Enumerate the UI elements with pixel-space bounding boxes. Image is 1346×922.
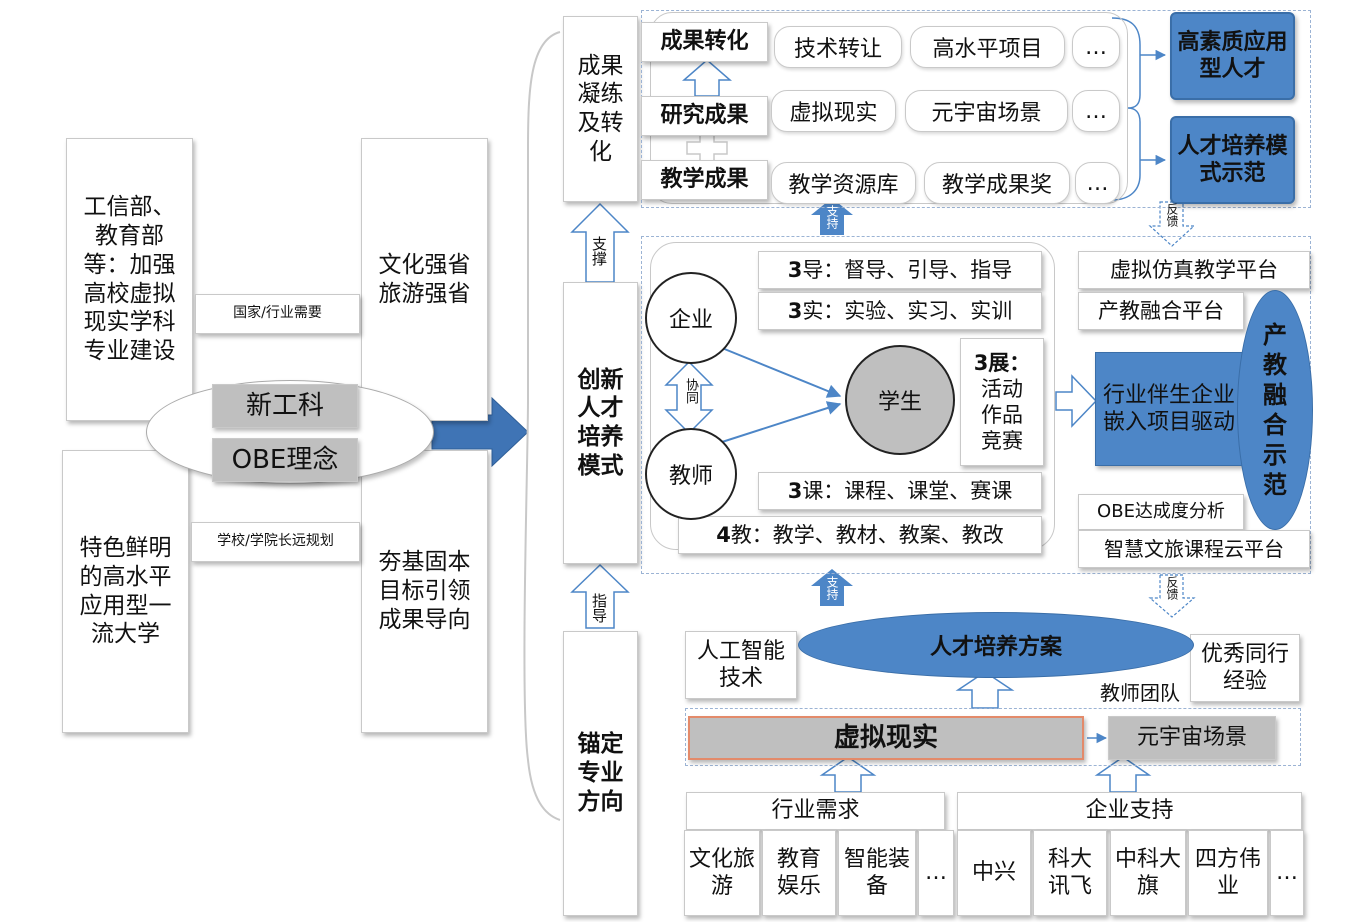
industry-demand-box: 行业需求 bbox=[686, 792, 945, 830]
high-level-project-pill: 高水平项目 bbox=[910, 26, 1065, 68]
more-demand-box: … bbox=[918, 830, 954, 916]
anchor-direction-column-box: 锚定专业方向 bbox=[563, 631, 638, 916]
ke-box: 3课：课程、课堂、赛课 bbox=[758, 472, 1042, 510]
smart-equip-box: 智能装备 bbox=[838, 830, 916, 916]
zhan-box: 3展： 活动 作品 竞赛 bbox=[960, 338, 1044, 466]
ai-tech-box: 人工智能技术 bbox=[685, 631, 797, 699]
metaverse-scene-pill: 元宇宙场景 bbox=[905, 90, 1068, 132]
more-pill-row1: … bbox=[1072, 26, 1120, 68]
result-transform-label: 成果转化 bbox=[641, 22, 768, 62]
zhongke-daqi-box: 中科大旗 bbox=[1110, 830, 1186, 916]
research-result-label: 研究成果 bbox=[641, 96, 768, 136]
teacher-circle: 教师 bbox=[645, 428, 737, 520]
tech-transfer-pill: 技术转让 bbox=[774, 26, 902, 68]
vr-box: 虚拟现实 bbox=[688, 716, 1084, 760]
support-arrow-mid bbox=[811, 569, 853, 606]
teaching-resource-pill: 教学资源库 bbox=[771, 162, 916, 204]
teacher-team-label: 教师团队 bbox=[1100, 677, 1180, 706]
bottom-section-frame bbox=[685, 708, 1301, 766]
company-circle: 企业 bbox=[645, 272, 737, 364]
guide-up-arrow bbox=[570, 563, 630, 629]
obe-concept-label: OBE理念 bbox=[212, 438, 358, 482]
zte-box: 中兴 bbox=[957, 830, 1031, 916]
edu-entertain-box: 教育娱乐 bbox=[762, 830, 836, 916]
more-enterprise-box: … bbox=[1270, 830, 1304, 916]
more-pill-row3: … bbox=[1075, 162, 1120, 204]
sifang-weiye-box: 四方伟业 bbox=[1188, 830, 1268, 916]
talent-plan-ellipse: 人才培养方案 bbox=[798, 612, 1194, 678]
support-arrow-label: 支撑 bbox=[590, 236, 608, 266]
industry-driven-box: 行业伴生企业嵌入项目驱动 bbox=[1095, 352, 1243, 466]
result-up-arrow bbox=[681, 59, 733, 97]
results-column-box: 成果凝练及转化 bbox=[563, 16, 638, 202]
talent-model-column-box: 创新人才培养模式 bbox=[563, 282, 638, 564]
teaching-result-label: 教学成果 bbox=[641, 160, 768, 200]
cloud-platform-box: 智慧文旅课程云平台 bbox=[1078, 530, 1310, 568]
demand-up-arrow bbox=[819, 756, 877, 793]
teaching-award-pill: 教学成果奖 bbox=[924, 162, 1070, 204]
virtual-reality-pill: 虚拟现实 bbox=[771, 90, 896, 132]
vr-sim-platform-box: 虚拟仿真教学平台 bbox=[1078, 251, 1310, 289]
collab-label: 协同 bbox=[683, 378, 698, 404]
university-goal-box: 特色鲜明的高水平应用型一流大学 bbox=[62, 450, 189, 733]
culture-tourism-box: 文化旅游 bbox=[684, 830, 760, 916]
to-plan-arrow bbox=[955, 671, 1015, 709]
enterprise-support-box: 企业支持 bbox=[957, 792, 1302, 830]
feedback-label-top: 反馈 bbox=[1165, 203, 1179, 227]
dao-box: 3导：督导、引导、指导 bbox=[758, 251, 1042, 289]
student-circle: 学生 bbox=[845, 345, 955, 455]
output-bracket bbox=[1111, 17, 1141, 201]
support-label-top: 支持 bbox=[825, 205, 839, 229]
jiao-box: 4教：教学、教材、教案、教改 bbox=[678, 516, 1042, 554]
industry-edu-platform-box: 产教融合平台 bbox=[1078, 292, 1244, 330]
guide-arrow-label: 指导 bbox=[590, 593, 608, 623]
foundation-goal-box: 夯基固本目标引领成果导向 bbox=[361, 450, 488, 733]
obe-analysis-box: OBE达成度分析 bbox=[1078, 494, 1244, 530]
province-strategy-box: 文化强省旅游强省 bbox=[361, 138, 488, 421]
support-up-arrow bbox=[570, 202, 630, 283]
feedback-label-mid: 反馈 bbox=[1165, 576, 1179, 600]
national-need-label: 国家/行业需要 bbox=[195, 294, 360, 334]
metaverse-box: 元宇宙场景 bbox=[1108, 716, 1276, 760]
more-pill-row2: … bbox=[1072, 90, 1120, 132]
to-industry-arrow bbox=[1055, 374, 1098, 428]
industry-edu-demo-ellipse: 产教融合示范 bbox=[1237, 290, 1313, 530]
column-bracket bbox=[523, 31, 561, 821]
enterprise-up-arrow bbox=[1094, 756, 1152, 793]
shi-box: 3实：实验、实习、实训 bbox=[758, 292, 1042, 330]
talent-model-demo-box: 人才培养模式示范 bbox=[1170, 116, 1295, 204]
high-quality-talent-box: 高素质应用型人才 bbox=[1170, 12, 1295, 100]
peer-experience-box: 优秀同行经验 bbox=[1190, 634, 1300, 702]
new-engineering-label: 新工科 bbox=[212, 384, 358, 428]
support-label-mid: 支持 bbox=[825, 576, 839, 600]
school-plan-label: 学校/学院长远规划 bbox=[191, 522, 360, 562]
gov-policy-box: 工信部、教育部等：加强高校虚拟现实学科专业建设 bbox=[66, 138, 193, 421]
iflytek-box: 科大讯飞 bbox=[1033, 830, 1107, 916]
feedback-arrow-mid bbox=[1148, 574, 1196, 618]
